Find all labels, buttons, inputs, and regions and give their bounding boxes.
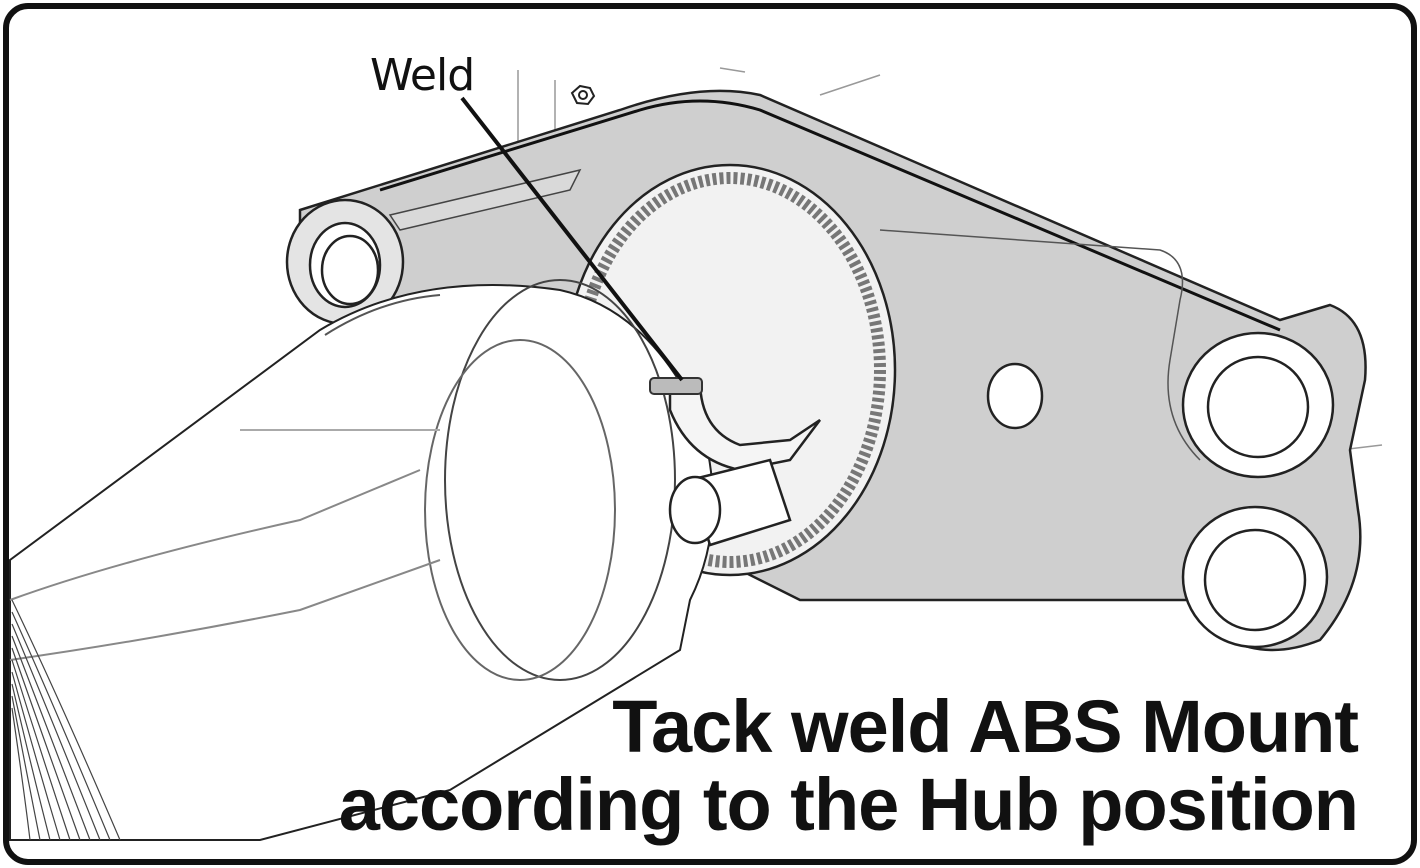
caption-line-2: according to the Hub position xyxy=(338,763,1359,846)
left-bushing xyxy=(285,198,405,326)
nut xyxy=(570,84,596,106)
axle xyxy=(9,279,714,841)
weld-leader-line xyxy=(460,96,684,382)
abs-mount xyxy=(649,377,821,547)
weld-callout-label: Weld xyxy=(370,50,475,101)
right-bushing-top xyxy=(1181,331,1335,479)
center-hole xyxy=(986,362,1044,430)
bracket-panel-line xyxy=(879,229,1201,461)
right-bushing-bottom xyxy=(1181,505,1329,649)
caption: Tack weld ABS Mount according to the Hub… xyxy=(338,685,1359,846)
bracket-edge xyxy=(379,99,1281,332)
bracket-slot xyxy=(388,168,582,231)
caption-line-1: Tack weld ABS Mount xyxy=(612,685,1359,768)
threads xyxy=(11,599,121,841)
tack-weld-bead xyxy=(649,377,703,395)
